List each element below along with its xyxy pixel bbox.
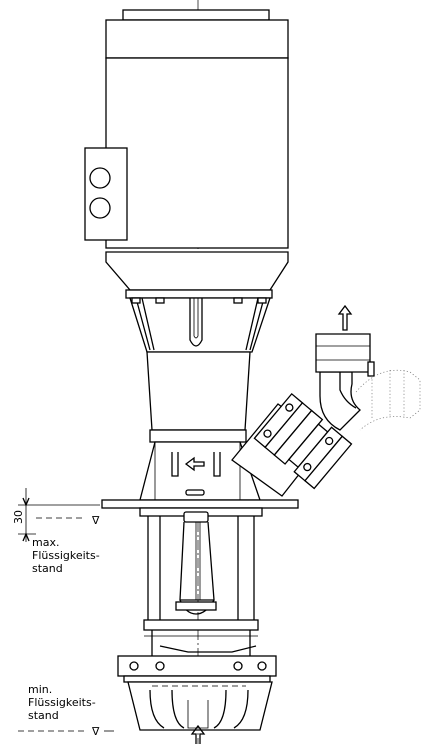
motor-flange [125,289,273,299]
discharge-pipe [231,304,421,497]
motor-taper [105,251,289,291]
max-level-line1: max. [32,536,59,549]
min-level-symbol: ∇ [91,725,100,738]
min-level-line2: Flüssigkeits- [28,696,96,709]
pump-head [101,441,299,509]
max-level-symbol: ∇ [91,514,100,527]
motor-top-cap [122,9,270,21]
dimension-30: 30 [12,488,100,542]
column [139,507,263,656]
motor [105,9,289,299]
motor-body [105,57,289,249]
cable-gland-bottom [89,197,111,219]
max-level-line3: stand [32,562,63,575]
base-plate [101,499,299,509]
dimension-value: 30 [12,510,25,524]
min-level: min. Flüssigkeits- stand ∇ [18,683,114,738]
terminal-box [84,147,128,241]
pump-casing [117,645,277,744]
motor-fan-cover [105,19,289,59]
max-level-line2: Flüssigkeits- [32,549,100,562]
min-level-line3: stand [28,709,59,722]
lantern [129,297,271,443]
min-level-line1: min. [28,683,52,696]
max-level: ∇ max. Flüssigkeits- stand [32,514,100,575]
cable-gland-top [89,167,111,189]
